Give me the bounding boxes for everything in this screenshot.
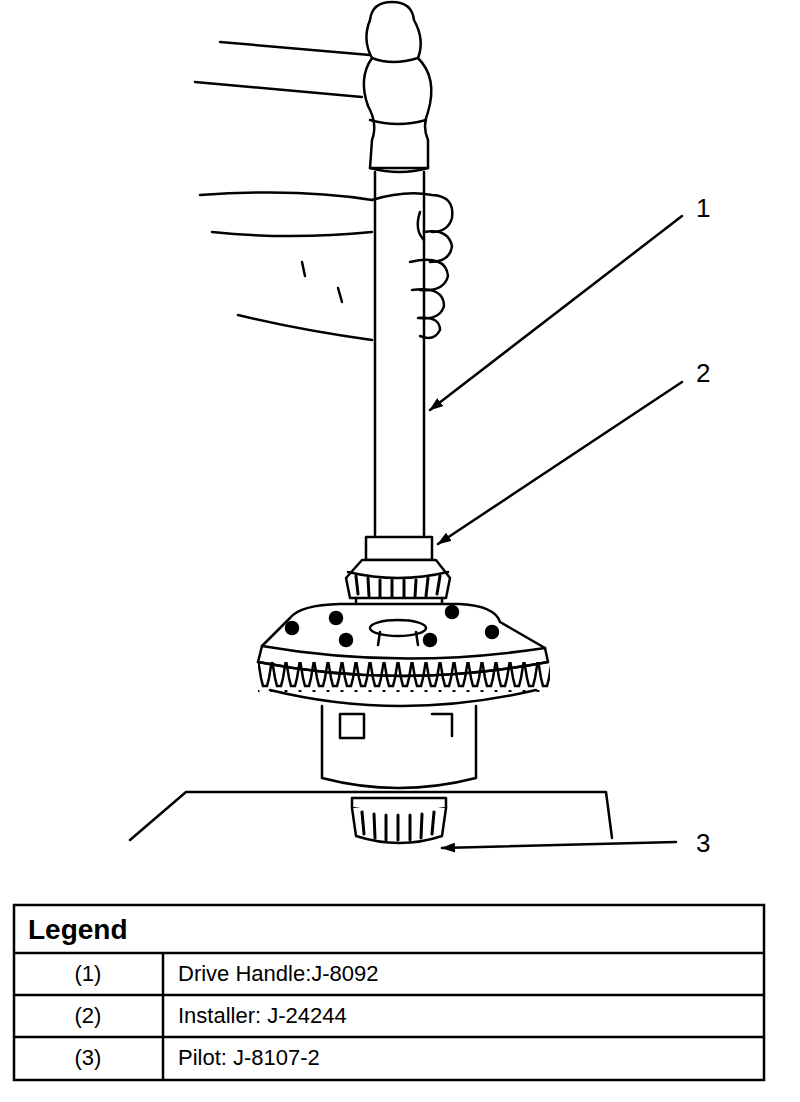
table-cell: Drive Handle:J-8092 <box>178 963 379 985</box>
table-cell: (2) <box>75 1005 102 1027</box>
legend-table <box>14 905 764 1080</box>
table-cell: Pilot: J-8107-2 <box>178 1047 320 1069</box>
table-header: Legend <box>28 916 128 944</box>
table-cell: (3) <box>75 1047 102 1069</box>
callout-number: 2 <box>696 360 710 386</box>
hammer-and-tools <box>130 2 682 848</box>
table-cell: Installer: J-24244 <box>178 1005 347 1027</box>
table-cell: (1) <box>75 963 102 985</box>
callout-number: 3 <box>696 830 710 856</box>
callout-number: 1 <box>696 195 710 221</box>
